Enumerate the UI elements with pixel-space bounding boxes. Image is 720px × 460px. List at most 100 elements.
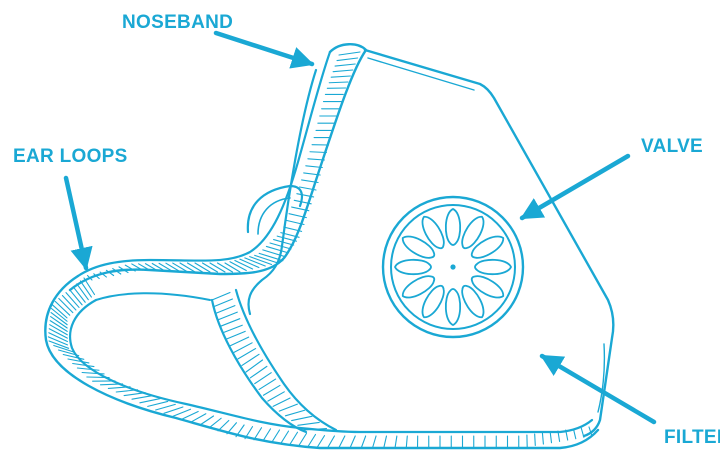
strap-hatch-line xyxy=(298,422,319,425)
strap-hatch-line xyxy=(245,258,265,266)
strap-hatch-line xyxy=(259,379,276,389)
strap-hatch-line xyxy=(581,428,584,437)
strap-hatch-line xyxy=(108,387,130,389)
strap-hatch-line xyxy=(70,290,83,305)
strap-hatch-line xyxy=(255,373,271,384)
strap-hatch-line xyxy=(156,404,176,410)
strap-hatch-line xyxy=(84,278,95,295)
strap-hatch-line xyxy=(573,429,575,439)
strap-hatch-line xyxy=(230,262,246,271)
strap-hatch-line xyxy=(235,260,253,269)
strap-hatch-line xyxy=(223,325,242,333)
ear-loop-inner xyxy=(70,300,592,432)
strap-hatch-line xyxy=(210,263,225,272)
strap-hatch-line xyxy=(542,433,543,444)
strap-hatch-line xyxy=(63,355,84,360)
strap-hatch-line xyxy=(254,428,262,440)
cheek-strap-left xyxy=(212,300,306,432)
valve-petal xyxy=(395,260,431,274)
valve-petal xyxy=(418,282,448,320)
strap-hatch-line xyxy=(272,430,280,442)
strap-hatch-line xyxy=(234,343,252,353)
strap-hatch-line xyxy=(285,410,304,416)
strap-hatch-line xyxy=(328,436,335,448)
strap-hatch-line xyxy=(263,385,280,395)
strap-hatch-line xyxy=(281,431,289,443)
strap-hatch-line xyxy=(279,404,297,411)
valve-petal xyxy=(468,232,506,262)
strap-hatch-line xyxy=(273,398,290,406)
strap-hatch-line xyxy=(240,259,259,267)
strap-hatch-line xyxy=(62,296,76,310)
strap-hatch-line xyxy=(200,416,214,425)
strap-hatch-line xyxy=(335,64,355,66)
strap-hatch-line xyxy=(373,436,377,448)
strap-hatch-line xyxy=(395,436,397,448)
strap-hatch-line xyxy=(290,432,298,444)
strap-hatch-line xyxy=(173,409,191,416)
noseband-label: NOSEBAND xyxy=(122,13,233,32)
strap-hatch-line xyxy=(230,337,249,346)
strap-hatch-line xyxy=(337,58,358,61)
strap-hatch-line xyxy=(317,436,325,448)
strap-hatch-line xyxy=(80,281,91,297)
strap-hatch-line xyxy=(329,82,348,83)
strap-hatch-line xyxy=(182,412,198,420)
strap-hatch-line xyxy=(333,70,353,72)
strap-hatch-line xyxy=(77,284,89,300)
strap-hatch-line xyxy=(250,366,267,377)
strap-hatch-line xyxy=(350,436,355,448)
strap-hatch-line xyxy=(292,416,312,420)
strap-hatch-line xyxy=(82,373,104,374)
strap-hatch-line xyxy=(124,393,145,396)
strap-hatch-line xyxy=(268,392,285,401)
strap-hatch-line xyxy=(406,436,407,448)
strap-hatch-line xyxy=(195,263,210,272)
ear-loops-arrow xyxy=(66,178,86,268)
strap-hatch-line xyxy=(226,331,245,339)
strap-hatch-line xyxy=(310,152,327,153)
noseband-arrow xyxy=(216,33,312,64)
valve-petal xyxy=(468,272,506,302)
strap-hatch-line xyxy=(66,293,79,308)
strap-hatch-line xyxy=(238,349,256,359)
strap-hatch-line xyxy=(188,263,203,272)
valve-petal xyxy=(418,213,448,251)
valve-petal xyxy=(399,232,437,262)
strap-hatch-line xyxy=(339,52,360,55)
valve-petal xyxy=(446,209,460,245)
mask-body-edge xyxy=(368,58,474,90)
strap-hatch-line xyxy=(203,263,218,272)
strap-hatch-line xyxy=(209,418,221,428)
strap-hatch-line xyxy=(550,432,551,443)
filter-label: FILTER xyxy=(664,428,720,447)
strap-hatch-line xyxy=(73,287,85,302)
strap-hatch-line xyxy=(535,434,536,445)
strap-hatch-line xyxy=(384,436,387,448)
strap-hatch-line xyxy=(218,263,233,272)
valve-petal xyxy=(446,289,460,325)
strap-hatch-line xyxy=(299,433,307,445)
valve-center-dot xyxy=(450,264,455,269)
strap-hatch-line xyxy=(277,236,296,241)
exhalation-valve xyxy=(383,197,523,337)
strap-hatch-line xyxy=(191,414,206,422)
strap-hatch-line xyxy=(225,263,240,272)
strap-hatch-line xyxy=(361,436,365,448)
strap-hatch-line xyxy=(87,377,109,378)
strap-hatch-line xyxy=(59,298,73,312)
ear-loops-label: EAR LOOPS xyxy=(13,147,128,166)
strap-hatch-line xyxy=(216,306,235,314)
strap-hatch-line xyxy=(48,337,67,345)
strap-hatch-line xyxy=(212,293,230,301)
strap-hatch-line xyxy=(221,319,240,327)
valve-arrow xyxy=(522,156,628,218)
strap-hatch-line xyxy=(140,399,160,403)
valve-petal xyxy=(458,282,488,320)
mask-side-edge xyxy=(249,70,317,314)
strap-hatch-line xyxy=(308,435,316,447)
strap-hatch-line xyxy=(164,407,183,413)
mask-illustration xyxy=(45,44,613,448)
valve-petal xyxy=(475,260,511,274)
